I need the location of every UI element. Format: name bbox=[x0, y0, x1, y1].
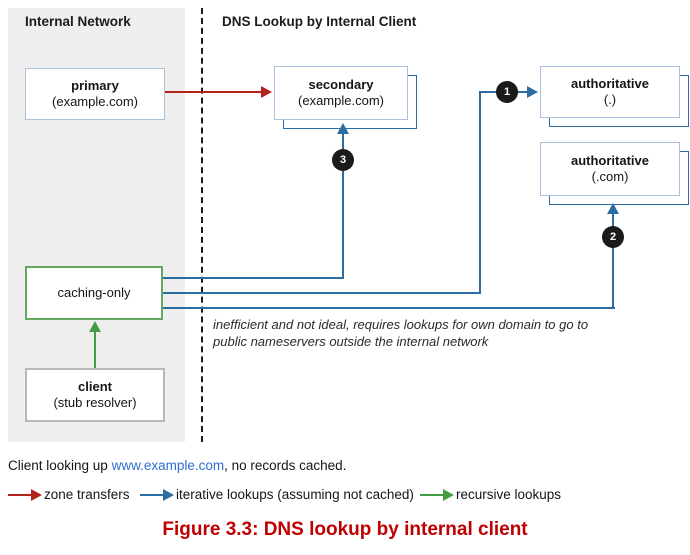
node-authoritative-root: authoritative (.) bbox=[540, 66, 680, 118]
iterative-arrowhead-2-icon bbox=[607, 203, 619, 214]
legend-item-recursive-lookups: recursive lookups bbox=[420, 486, 590, 504]
iterative-line-2-horizontal bbox=[163, 307, 615, 309]
iterative-arrowhead-3-icon bbox=[337, 123, 349, 134]
inefficiency-note-line2: public nameservers outside the internal … bbox=[213, 334, 489, 349]
iterative-line-2-vertical bbox=[612, 213, 614, 309]
zone-transfer-line bbox=[165, 91, 262, 93]
legend-green-arrowhead-icon bbox=[443, 489, 454, 501]
figure-caption: Figure 3.3: DNS lookup by internal clien… bbox=[162, 519, 528, 540]
iterative-line-1-vertical bbox=[479, 91, 481, 294]
node-primary: primary (example.com) bbox=[25, 68, 165, 120]
legend-item-zone-transfers: zone transfers bbox=[8, 486, 138, 504]
node-authoritative-root-subtitle: (.) bbox=[603, 92, 617, 107]
legend-label-zone-transfers: zone transfers bbox=[44, 487, 130, 502]
recursive-arrowhead-icon bbox=[89, 321, 101, 332]
legend-label-iterative-lookups: iterative lookups (assuming not cached) bbox=[176, 487, 414, 502]
inefficiency-note-line1: inefficient and not ideal, requires look… bbox=[213, 317, 589, 332]
node-client-subtitle: (stub resolver) bbox=[53, 395, 137, 410]
node-secondary: secondary (example.com) bbox=[274, 66, 408, 120]
node-caching-only-title: caching-only bbox=[57, 285, 131, 300]
caption-prefix: Client looking up bbox=[8, 458, 112, 473]
node-secondary-subtitle: (example.com) bbox=[298, 93, 384, 108]
step-badge-2: 2 bbox=[602, 226, 624, 248]
iterative-line-3-vertical bbox=[342, 133, 344, 279]
node-authoritative-com: authoritative (.com) bbox=[540, 142, 680, 196]
node-authoritative-root-title: authoritative bbox=[570, 76, 649, 91]
iterative-line-1-horizontal bbox=[163, 292, 481, 294]
node-client: client (stub resolver) bbox=[25, 368, 165, 422]
iterative-line-3-horizontal bbox=[163, 277, 344, 279]
caption-suffix: , no records cached. bbox=[224, 458, 347, 473]
node-caching-only: caching-only bbox=[25, 266, 163, 320]
network-boundary-dashed-line bbox=[201, 8, 203, 442]
legend-red-arrow-icon bbox=[8, 494, 31, 496]
node-primary-title: primary bbox=[71, 78, 119, 93]
iterative-arrowhead-1-icon bbox=[527, 86, 538, 98]
step-badge-3: 3 bbox=[332, 149, 354, 171]
client-lookup-caption: Client looking up www.example.com, no re… bbox=[8, 458, 346, 473]
inefficiency-note: inefficient and not ideal, requires look… bbox=[213, 316, 588, 350]
dns-lookup-title: DNS Lookup by Internal Client bbox=[222, 14, 417, 29]
node-primary-subtitle: (example.com) bbox=[52, 94, 138, 109]
node-secondary-title: secondary bbox=[308, 77, 374, 92]
legend-red-arrowhead-icon bbox=[31, 489, 42, 501]
legend-blue-arrowhead-icon bbox=[163, 489, 174, 501]
legend-blue-arrow-icon bbox=[140, 494, 163, 496]
node-client-title: client bbox=[78, 379, 112, 394]
example-com-link[interactable]: www.example.com bbox=[111, 458, 225, 473]
step-badge-1: 1 bbox=[496, 81, 518, 103]
legend-green-arrow-icon bbox=[420, 494, 443, 496]
legend-label-recursive-lookups: recursive lookups bbox=[456, 487, 562, 502]
node-authoritative-com-subtitle: (.com) bbox=[591, 169, 629, 184]
node-authoritative-com-title: authoritative bbox=[570, 153, 649, 168]
internal-network-title: Internal Network bbox=[25, 14, 131, 29]
legend: zone transfers iterative lookups (assumi… bbox=[0, 486, 690, 504]
legend-item-iterative-lookups: iterative lookups (assuming not cached) bbox=[140, 486, 414, 504]
zone-transfer-arrowhead-icon bbox=[261, 86, 272, 98]
recursive-line bbox=[94, 331, 96, 368]
